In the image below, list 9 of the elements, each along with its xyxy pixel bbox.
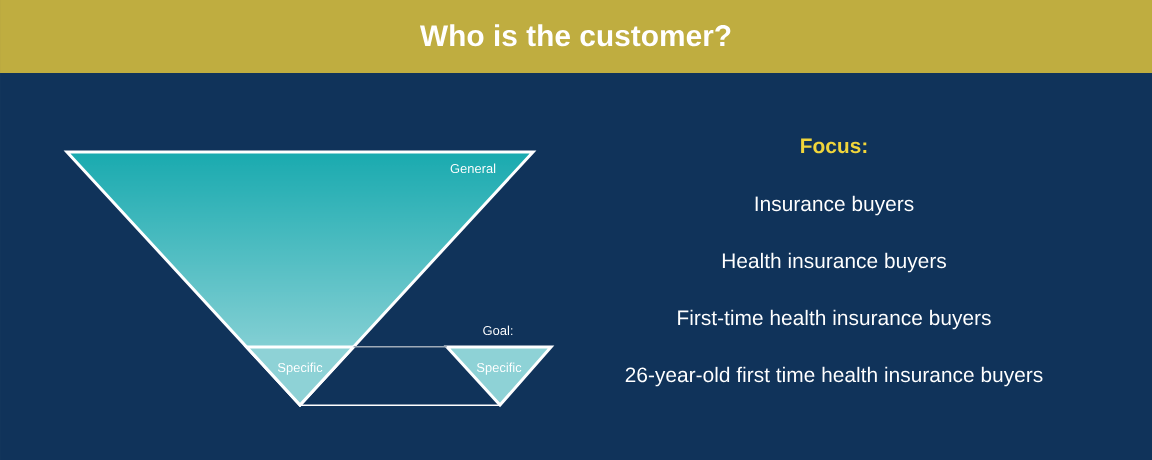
connector-line — [299, 404, 500, 406]
node-caption: Goal: — [483, 325, 513, 336]
audience-text: Insurance buyers — [755, 195, 914, 216]
audience-text: First-time health insurance buyers — [678, 309, 991, 330]
title-band: Who is the customer? — [0, 0, 1152, 73]
audience-text: Health insurance buyers — [722, 252, 946, 273]
focus-heading: Focus: — [801, 138, 867, 154]
connector-line — [352, 346, 448, 348]
audience-text: 26-year-old first time health insurance buyers — [625, 366, 1043, 387]
